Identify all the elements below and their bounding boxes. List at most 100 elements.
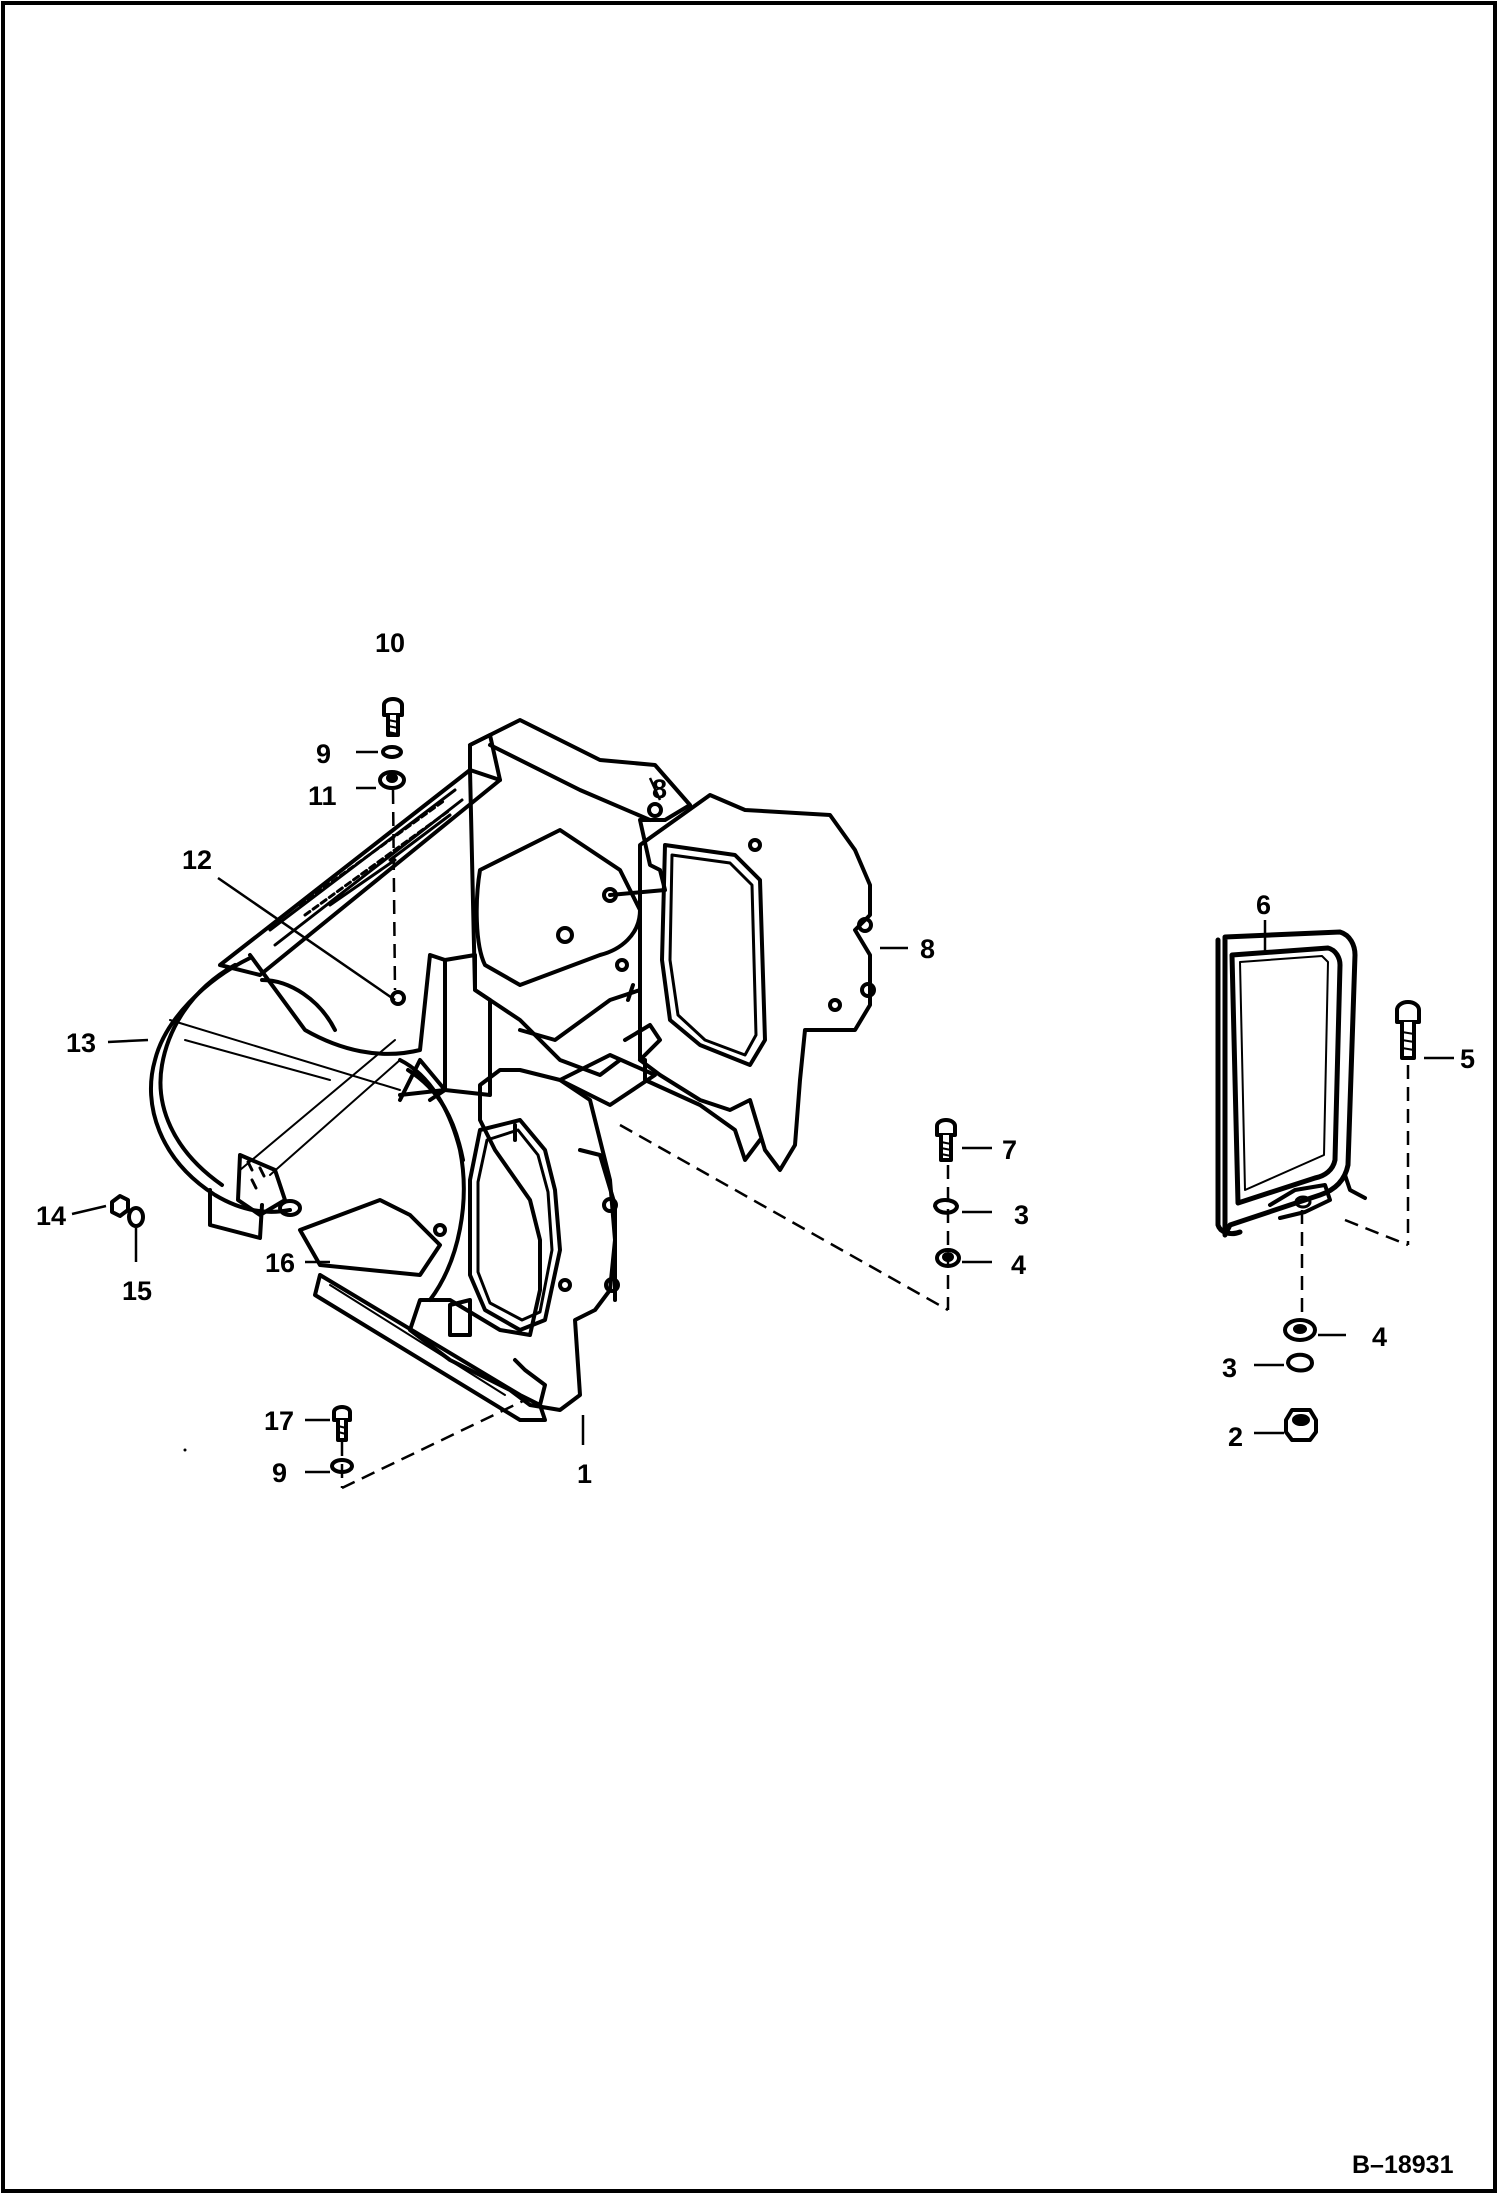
callout-14: 14: [36, 1201, 66, 1231]
shroud-ring-outer: [148, 956, 292, 1214]
fan-shroud-assembly: [148, 718, 876, 1422]
center-bulkhead: [443, 953, 492, 1097]
side-panel-8-lower-flange: [643, 1058, 762, 1162]
panel-1-foot: [513, 1358, 547, 1407]
floor-bottom-rail: [313, 1273, 547, 1422]
front-panel-1-window: [468, 1118, 562, 1332]
callout-13: 13: [66, 1028, 96, 1058]
washer-15: [127, 1206, 145, 1228]
panel-8-bolt-g: [615, 958, 629, 972]
bolt-17: [332, 1405, 352, 1442]
bracket-holes: [246, 1160, 266, 1190]
lower-left-bracket: [236, 1153, 287, 1217]
panel-1-bolt-b: [604, 1277, 620, 1293]
upper-cross-panel: [248, 953, 447, 1097]
callout-11: 11: [308, 781, 337, 811]
leader-12: [217, 876, 396, 1002]
screen-frame-outer-front: [1215, 937, 1243, 1237]
callout-12: 12: [182, 845, 212, 875]
dash-17-to-panel: [341, 1398, 526, 1490]
center-bulkhead-shade: [488, 998, 622, 1077]
floor-plate: [558, 1053, 657, 1107]
side-panel-8-window: [660, 843, 767, 1067]
callout-7: 7: [1002, 1135, 1017, 1165]
callout-9-lower: 9: [272, 1458, 287, 1488]
callout-3-upper: 3: [1014, 1200, 1029, 1230]
dash-screen-to-5: [1344, 1218, 1409, 1247]
leader-8-top: [648, 777, 662, 801]
callout-3-lower: 3: [1222, 1353, 1237, 1383]
floor-rail-dash: [329, 1284, 506, 1396]
screen-frame-inner-line: [1239, 955, 1329, 1191]
bracket-grommet: [278, 1199, 302, 1217]
panel-1-bolt-a: [602, 1197, 618, 1213]
callout-4-lower: 4: [1372, 1322, 1387, 1352]
screen-foot-hole: [1294, 1195, 1312, 1209]
callout-labels: 10 9 11 12 13 14 15 16 17 9 1 8 8 7 3 4 …: [36, 628, 1475, 1489]
side-panel-8-window-inner: [668, 853, 758, 1057]
nut-14: [110, 1194, 130, 1218]
front-panel-1: [408, 1068, 617, 1412]
figure-reference: B–18931: [1352, 2151, 1454, 2179]
bolt-5: [1395, 1000, 1421, 1060]
hardware: [110, 697, 1421, 1474]
center-bulkhead-step: [518, 988, 642, 1042]
callout-5: 5: [1460, 1044, 1475, 1074]
panel-1-notch: [448, 1298, 472, 1337]
radiator-screen-assembly: [1215, 929, 1367, 1238]
screen-bracket: [1343, 1173, 1367, 1200]
top-rail-texture: [298, 798, 452, 917]
dash-panel-to-screen: [619, 1123, 949, 1312]
bolt-10: [382, 697, 404, 737]
callout-17: 17: [264, 1406, 294, 1436]
callout-4-upper: 4: [1011, 1250, 1026, 1280]
inner-arc-bolt: [433, 1223, 447, 1237]
lock-washer-3-lower: [1286, 1352, 1314, 1373]
top-rail: [218, 768, 502, 977]
callout-1: 1: [577, 1459, 592, 1489]
upper-cross-panel-fold: [260, 978, 337, 1032]
panel-8-bolt-a: [748, 838, 762, 852]
opening-bolt: [556, 926, 574, 944]
rear-frame-top: [468, 718, 692, 897]
panel-8-slot: [626, 983, 635, 1002]
callout-15: 15: [122, 1276, 152, 1306]
front-panel-1-flange: [578, 1148, 617, 1302]
callout-10: 10: [375, 628, 405, 658]
inner-arc: [398, 1058, 466, 1302]
shroud-ring-inner: [158, 963, 237, 1187]
panel-8-bolt-b: [857, 917, 873, 933]
panel-8-bolt-c: [860, 982, 876, 998]
inner-arc-2: [406, 1068, 465, 1162]
screen-frame-inner: [1229, 945, 1343, 1206]
panel-8-bolt-e: [647, 802, 663, 818]
leader-13: [107, 1038, 149, 1044]
front-panel-1-window-inner: [476, 1128, 554, 1322]
side-panel-8: [638, 793, 872, 1172]
washer-11-hole: [386, 773, 398, 783]
callout-8-top: 8: [652, 774, 667, 804]
shroud-ring-tab: [208, 1188, 264, 1240]
screen-frame-outer: [1222, 929, 1358, 1238]
mid-plate: [398, 1058, 447, 1102]
leader-14: [71, 1204, 107, 1216]
callout-16: 16: [265, 1248, 295, 1278]
dash-bolt10-axis: [391, 789, 397, 991]
stray-dot: [183, 1448, 187, 1452]
leader-lines: [71, 750, 1454, 1490]
bolt-7: [935, 1118, 957, 1162]
callout-9-top: 9: [316, 739, 331, 769]
callout-8-right: 8: [920, 934, 935, 964]
panel-8-tab: [623, 1023, 662, 1062]
upper-opening: [474, 828, 642, 987]
top-rail-louvers: [268, 788, 464, 947]
panel-8-bolt-f: [602, 887, 618, 903]
washer-9-top: [381, 745, 403, 759]
panel-8-bolt-d: [828, 998, 842, 1012]
floor-panel-16: [298, 1198, 442, 1277]
panel-1-bolt-c: [558, 1278, 572, 1292]
lock-washer-3-upper: [933, 1198, 959, 1215]
